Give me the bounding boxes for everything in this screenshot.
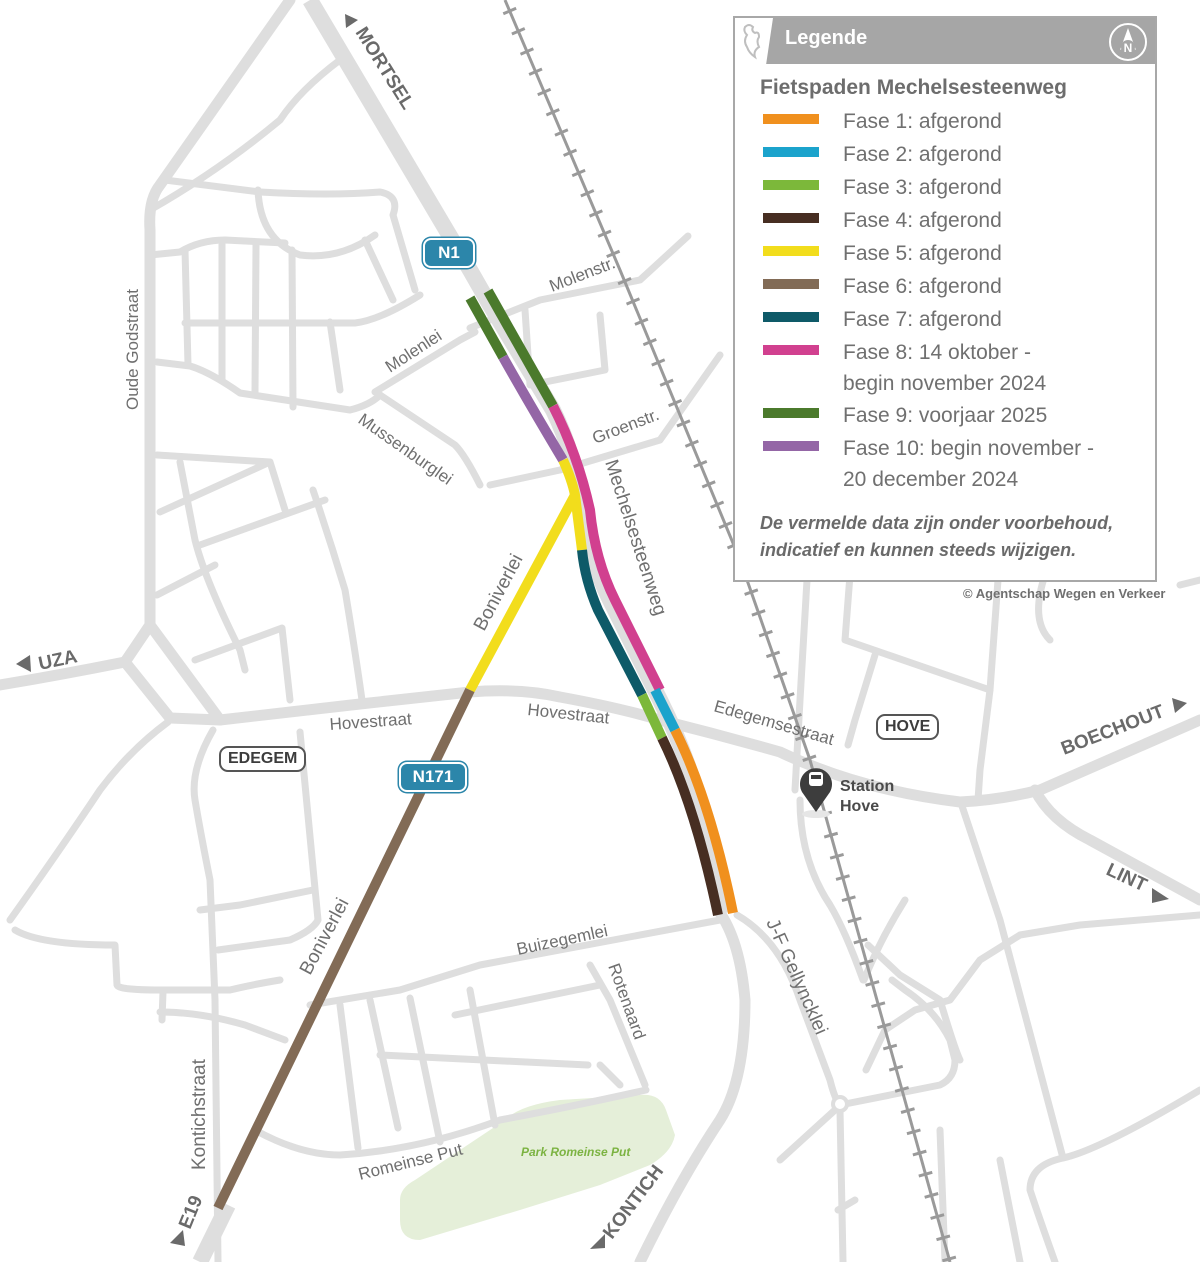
roundabout: [831, 1095, 849, 1113]
svg-text:N: N: [1124, 41, 1133, 55]
street-label-oude-godstraat: Oude Godstraat: [123, 289, 142, 410]
route-shield-n1: N1: [425, 240, 473, 266]
lint-arrow-icon: [1152, 888, 1169, 903]
swatch-light-green: [763, 180, 819, 190]
street-label-buizegemlei: Buizegemlei: [515, 921, 610, 959]
flemish-lion-logo: [735, 18, 773, 64]
direction-label-boechout: BOECHOUT: [1058, 701, 1167, 760]
copyright-text: © Agentschap Wegen en Verkeer: [963, 586, 1166, 601]
phase-9-west: [465, 295, 508, 360]
street-label-kontichstraat: Kontichstraat: [189, 1058, 210, 1170]
swatch-dark-green: [763, 408, 819, 418]
route-shield-n171: N171: [401, 764, 465, 790]
station-label: Station Hove: [840, 778, 895, 815]
phase-5-boniverlei: [465, 492, 580, 693]
legend-disclaimer: De vermelde data zijn onder voorbehoud, …: [760, 513, 1114, 560]
street-label-hovestraat-west: Hovestraat: [329, 709, 413, 734]
legend-subtitle: Fietspaden Mechelsesteenweg: [760, 76, 1067, 99]
phase-8: [548, 403, 665, 693]
boechout-arrow-icon: [1172, 698, 1187, 713]
park-area: [400, 1094, 675, 1240]
legend-title: Legende: [785, 27, 868, 49]
swatch-teal: [763, 312, 819, 322]
kontich-arrow-icon: [590, 1234, 605, 1249]
phase-1: [670, 727, 738, 914]
direction-arrows: [16, 14, 1187, 1249]
swatch-blue: [763, 147, 819, 157]
minor-roads: [6, 56, 1200, 1262]
e19-arrow-icon: [170, 1230, 185, 1246]
north-arrow-icon: N: [1109, 23, 1147, 61]
town-label-edegem: EDEGEM: [219, 746, 307, 772]
street-label-jf-gellyncklei: J-F Gellyncklei: [761, 915, 831, 1037]
uza-arrow-icon: [16, 655, 31, 672]
mortsel-arrow-icon: [345, 14, 358, 28]
phase-7: [577, 549, 647, 698]
swatch-dark-brown: [763, 213, 819, 223]
swatch-pink: [763, 345, 819, 355]
town-label-hove: HOVE: [876, 714, 940, 740]
phase-9-east: [483, 288, 558, 409]
phase-4: [657, 735, 723, 917]
swatch-yellow: [763, 246, 819, 256]
train-station-icon: [800, 768, 832, 818]
swatch-brown: [763, 279, 819, 289]
phase-3: [637, 692, 667, 741]
street-label-mussenburglei: Mussenburglei: [355, 410, 456, 489]
phase-5-main: [558, 457, 587, 551]
legend-panel: Legende N Fietspaden Mechelsesteenweg Fa…: [733, 16, 1157, 582]
phase-2: [650, 687, 680, 733]
phase-10: [498, 354, 568, 463]
park-label: Park Romeinse Put: [521, 1145, 631, 1159]
direction-label-e19: E19: [175, 1193, 207, 1232]
swatch-orange: [763, 114, 819, 124]
legend-header: Legende N: [735, 18, 1155, 64]
swatch-purple: [763, 441, 819, 451]
